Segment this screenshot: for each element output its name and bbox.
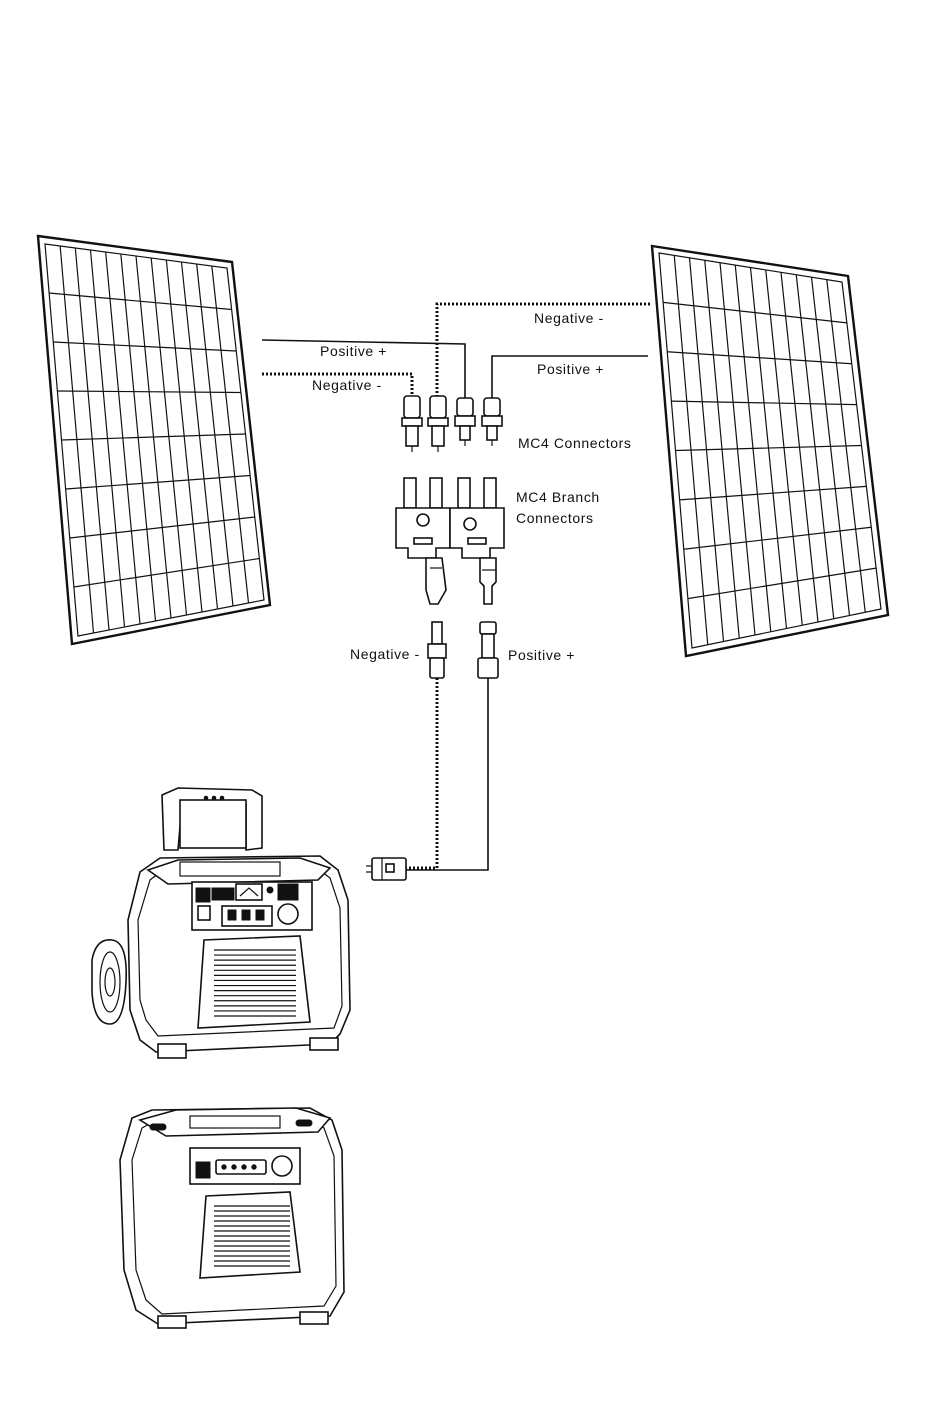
left-negative-label: Negative - [312,377,382,393]
mc4-branch-label-line2: Connectors [516,510,594,526]
mc4-connector-1 [402,396,422,452]
power-station-back [120,1108,344,1328]
panel-cell-row-line [74,559,260,588]
output-negative-label: Negative - [350,646,420,662]
output-connectors [428,622,498,678]
power-station-front [92,788,350,1058]
mc4-branch-left [396,478,450,604]
right-negative-label: Negative - [534,310,604,326]
output-positive-label: Positive + [508,647,575,663]
right-solar-panel [652,246,888,656]
output-connector-positive [478,622,498,678]
panel-cell-row-line [57,391,241,393]
labels: Positive + Negative - Negative - Positiv… [312,310,631,663]
output-connector-negative [428,622,446,678]
mc4-connector-4 [482,398,502,446]
left-positive-label: Positive + [320,343,387,359]
station-wires [366,678,488,880]
mc4-connectors [402,396,502,452]
panel-cell-row-line [688,568,876,599]
input-plug [366,858,406,880]
mc4-connector-2 [428,396,448,452]
mc4-branch-connectors [396,478,504,604]
mc4-connector-3 [455,398,475,446]
panel-cell-row-line [684,527,872,549]
panel-cell-row-line [70,517,255,538]
panel-cell-row-line [663,302,847,323]
right-positive-label: Positive + [537,361,604,377]
mc4-branch-label-line1: MC4 Branch [516,489,600,505]
mc4-connectors-label: MC4 Connectors [518,435,631,451]
mc4-branch-right [450,478,504,604]
left-solar-panel [38,236,270,644]
